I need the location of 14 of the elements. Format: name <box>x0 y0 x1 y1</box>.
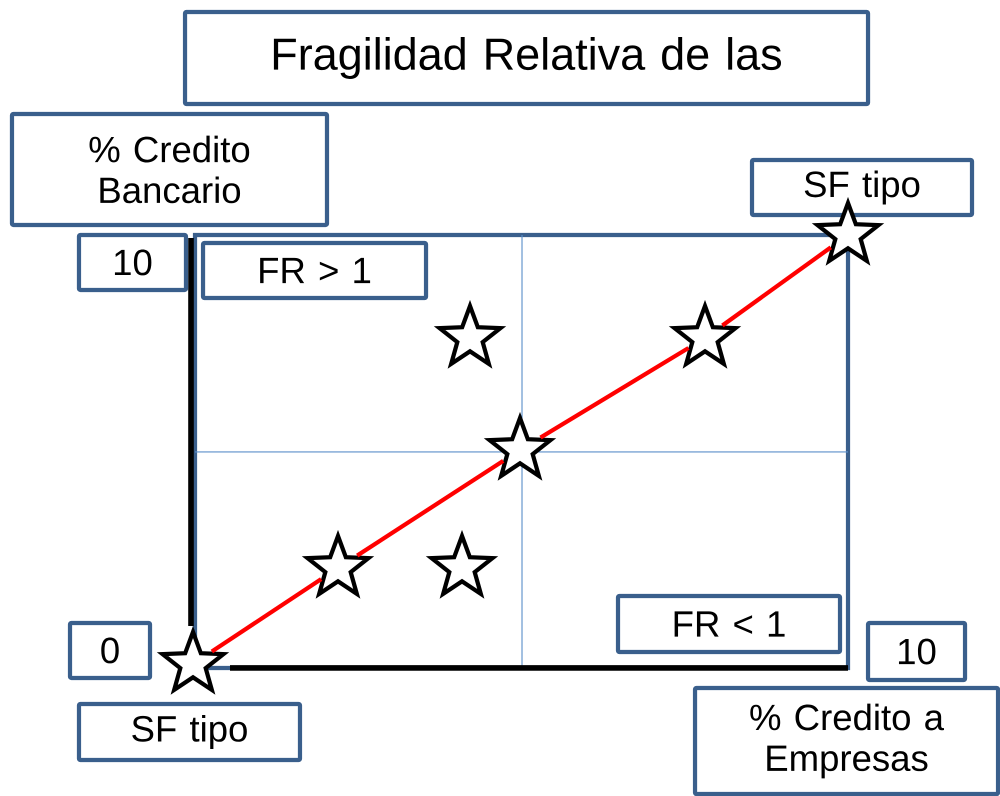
line <box>356 459 504 558</box>
label-box: FR > 1 <box>200 240 428 300</box>
label-box: % Credito Bancario <box>10 112 330 228</box>
label-box: % Credito a Empresas <box>692 686 1000 796</box>
label-box: 0 <box>68 620 152 680</box>
label-box: FR < 1 <box>616 594 842 654</box>
title-box: Fragilidad Relativa de las <box>182 10 870 106</box>
label-box: SF tipo <box>750 158 974 218</box>
line <box>721 246 832 328</box>
line <box>539 346 690 440</box>
line <box>210 577 322 654</box>
label-box: 10 <box>76 232 188 292</box>
label-box: 10 <box>866 620 968 682</box>
label-box: SF tipo <box>76 702 302 762</box>
